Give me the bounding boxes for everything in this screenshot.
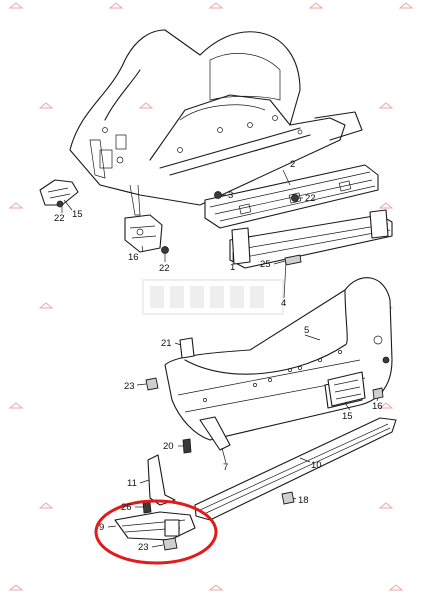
callout-12: 15 (72, 209, 83, 220)
part-20-screw (182, 438, 192, 454)
callout-22-left: 22 (54, 213, 65, 224)
callout-3: 3 (228, 190, 233, 201)
part-23-clip-upper (145, 377, 159, 391)
part-10-diffuser-strip (194, 417, 397, 521)
part-3-screw (214, 191, 222, 199)
part-26-screw (142, 501, 152, 514)
part-2-upper-crossmember (204, 111, 379, 229)
callout-23-lower: 23 (138, 542, 149, 553)
callout-2: 2 (290, 159, 295, 170)
rear-body-panel (69, 29, 346, 216)
part-23-clip-lower (162, 537, 178, 551)
callout-22-right: 22 (305, 193, 316, 204)
callout-15: 15 (342, 411, 353, 422)
part-21-holder (179, 337, 195, 359)
callout-11: 11 (127, 478, 137, 489)
fasteners-upper (161, 191, 302, 266)
part-18-clip (281, 491, 295, 505)
callout-labels: 2 3 22 1 25 4 22 15 16 22 5 21 23 15 16 … (54, 159, 383, 553)
small-parts-left (145, 337, 390, 454)
part-12-side-bracket (39, 179, 79, 208)
part-11-bracket (147, 454, 176, 506)
leader-lines (61, 169, 379, 548)
logo-watermark (142, 279, 284, 315)
part-9-guide-bracket (114, 511, 196, 541)
callout-1: 1 (230, 262, 235, 273)
callout-18: 18 (298, 495, 309, 506)
part-22-nut-right (291, 194, 299, 202)
callout-23-upper: 23 (124, 381, 135, 392)
part-13-mount-bracket (124, 214, 163, 253)
callout-4: 4 (281, 298, 286, 309)
callout-22-center: 22 (159, 263, 170, 274)
part-22-nut-lower (382, 356, 390, 364)
callout-20: 20 (163, 441, 174, 452)
callout-9: 9 (99, 522, 104, 533)
callout-7: 7 (223, 462, 228, 473)
callout-26: 26 (121, 502, 132, 513)
callout-13: 16 (128, 252, 139, 263)
callout-21: 21 (161, 338, 172, 349)
part-22-nut-center (161, 246, 169, 254)
callout-25: 25 (260, 259, 271, 270)
lower-brackets (114, 454, 295, 551)
callout-5: 5 (304, 325, 309, 336)
highlight-ellipse (94, 499, 218, 565)
part-15-licence-plate-bracket (327, 371, 366, 407)
callout-10: 10 (311, 460, 322, 471)
callout-16: 16 (372, 401, 383, 412)
part-4-bumper-reinforcement (229, 209, 393, 269)
part-16-clip (372, 387, 384, 400)
